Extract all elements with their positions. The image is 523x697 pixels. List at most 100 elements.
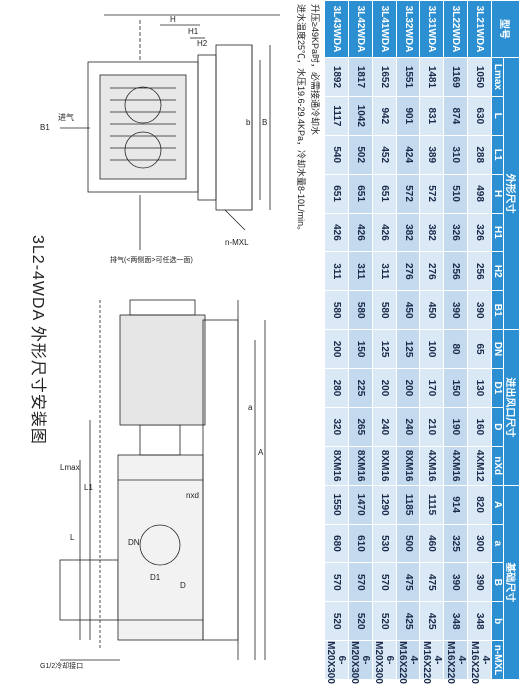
table-cell: 580: [372, 290, 397, 330]
table-cell: 630: [467, 96, 492, 136]
table-cell: 65: [467, 329, 492, 369]
lbl-outlet: 排气(<两侧面>可任选一面): [110, 255, 193, 264]
header-group-ports: 进出风口尺寸: [503, 329, 520, 486]
table-cell: 4XM12: [467, 446, 492, 486]
table-cell: 425: [419, 601, 444, 641]
header-model: 型号: [491, 0, 520, 58]
table-cell: 500: [396, 524, 420, 563]
table-cell: 311: [324, 251, 349, 291]
column-header: DN: [491, 329, 504, 369]
table-cell: 901: [396, 96, 420, 136]
column-header: a: [491, 524, 504, 563]
table-cell: 390: [467, 562, 492, 602]
model-cell: 3L31WDA: [419, 0, 444, 58]
table-cell: 942: [372, 96, 397, 136]
table-cell: 310: [443, 135, 468, 175]
table-cell: 276: [419, 251, 444, 291]
table-cell: 570: [348, 562, 373, 602]
table-cell: 610: [348, 524, 373, 563]
table-cell: 288: [467, 135, 492, 175]
table-cell: 170: [419, 368, 444, 408]
table-cell: 311: [372, 251, 397, 291]
table-cell: 8XM16: [396, 446, 420, 486]
table-cell: 510: [443, 174, 468, 213]
table-cell: 1042: [348, 96, 373, 136]
table-cell: 1817: [348, 57, 373, 97]
table-cell: 1169: [443, 57, 468, 97]
table-cell: 4XM16: [443, 446, 468, 486]
table-cell: 820: [467, 485, 492, 524]
column-header: Lmax: [491, 57, 504, 97]
lbl-cooling-port: G1/2冷却接口: [40, 661, 83, 670]
table-cell: 1185: [396, 485, 420, 524]
table-cell: 150: [443, 368, 468, 408]
table-cell: 831: [419, 96, 444, 136]
coupling-side: [139, 424, 181, 456]
table-cell: 580: [324, 290, 349, 330]
column-header: L1: [491, 135, 504, 175]
column-header: H2: [491, 251, 504, 291]
table-cell: 6-M20X300: [372, 640, 397, 684]
table-cell: 382: [396, 213, 420, 252]
table-cell: 450: [419, 290, 444, 330]
table-cell: 874: [443, 96, 468, 136]
table-cell: 651: [372, 174, 397, 213]
table-group-row: 型号 外形尺寸 进出风口尺寸 基础尺寸: [491, 0, 520, 680]
table-cell: 6-M20X300: [324, 640, 349, 684]
column-header: A: [491, 485, 504, 524]
model-cell: 3L22WDA: [443, 0, 468, 58]
table-cell: 311: [348, 251, 373, 291]
table-cell: 914: [443, 485, 468, 524]
lbl-d1: D1: [150, 573, 161, 582]
table-cell: 520: [372, 601, 397, 641]
table-cell: 520: [324, 601, 349, 641]
page-title: 3L2-4WDA 外形尺寸安装图: [29, 235, 46, 445]
table-cell: 570: [324, 562, 349, 602]
lbl-a-big: A: [258, 448, 264, 457]
table-cell: 1470: [348, 485, 373, 524]
table-cell: 4-M16X220: [419, 640, 444, 684]
table-cell: 8XM16: [372, 446, 397, 486]
table-cell: 6-M20X300: [348, 640, 373, 684]
table-cell: 280: [324, 368, 349, 408]
table-cell: 210: [419, 407, 444, 447]
table-cell: 530: [372, 524, 397, 563]
model-cell: 3L21WDA: [467, 0, 492, 58]
table-cell: 265: [348, 407, 373, 447]
table-cell: 389: [419, 135, 444, 175]
title-wrapper: 3L2-4WDA 外形尺寸安装图: [28, 235, 52, 445]
table-cell: 348: [467, 601, 492, 641]
table-cell: 680: [324, 524, 349, 563]
table-cell: 475: [419, 562, 444, 602]
table-cell: 1481: [419, 57, 444, 97]
table-cell: 1117: [324, 96, 349, 136]
header-group-foundation: 基础尺寸: [503, 485, 520, 680]
table-cell: 200: [324, 329, 349, 369]
table-cell: 325: [443, 524, 468, 563]
column-header: b: [491, 601, 504, 641]
lbl-d: D: [180, 581, 186, 590]
table-cell: 256: [443, 251, 468, 291]
table-cell: 326: [443, 213, 468, 252]
table-cell: 651: [348, 174, 373, 213]
table-cell: 1550: [324, 485, 349, 524]
table-cell: 125: [396, 329, 420, 369]
column-header: D1: [491, 368, 504, 408]
blower-body-top: [99, 74, 187, 180]
table-cell: 452: [372, 135, 397, 175]
table-cell: 390: [443, 290, 468, 330]
note-2: 进水温度25℃，水压19.6-29.4KPa，冷却水量8-10L/min。: [296, 4, 306, 236]
lbl-nxd: nxd: [186, 491, 199, 500]
table-cell: 520: [348, 601, 373, 641]
table-cell: 4-M16X220: [396, 640, 420, 684]
table-cell: 326: [467, 213, 492, 252]
table-cell: 498: [467, 174, 492, 213]
table-cell: 8XM16: [348, 446, 373, 486]
table-cell: 426: [348, 213, 373, 252]
